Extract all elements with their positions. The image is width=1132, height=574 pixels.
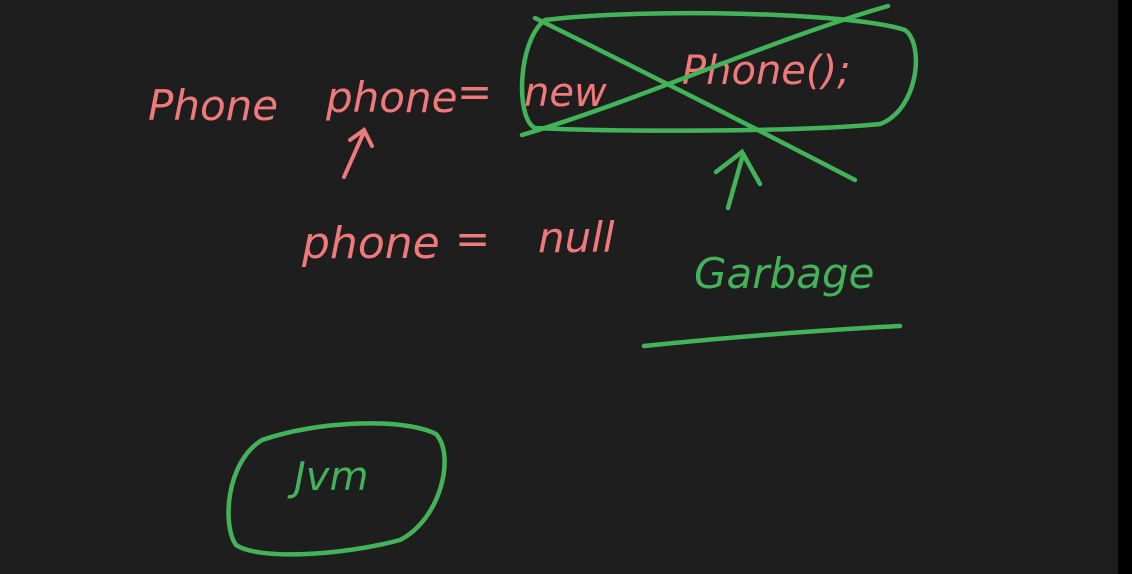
null-value: null	[538, 213, 615, 262]
variable-text: phone	[325, 73, 457, 122]
type-text: Phone	[148, 81, 278, 130]
frame-edge	[1118, 0, 1132, 574]
up-arrow-icon	[342, 127, 374, 179]
jvm-label: Jvm	[287, 454, 368, 500]
object-enclosure	[519, 10, 919, 133]
variable-text-line2: phone	[301, 218, 440, 269]
equals-sign-line2: =	[455, 214, 490, 263]
garbage-label: Garbage	[694, 249, 874, 298]
new-keyword: new	[524, 70, 607, 116]
jvm-bubble	[226, 421, 447, 557]
x-cross-icon	[519, 3, 891, 183]
equals-sign: =	[457, 67, 492, 116]
constructor-call: Phone();	[682, 48, 851, 94]
underline-rule	[641, 323, 903, 349]
up-arrow-icon	[713, 148, 763, 211]
